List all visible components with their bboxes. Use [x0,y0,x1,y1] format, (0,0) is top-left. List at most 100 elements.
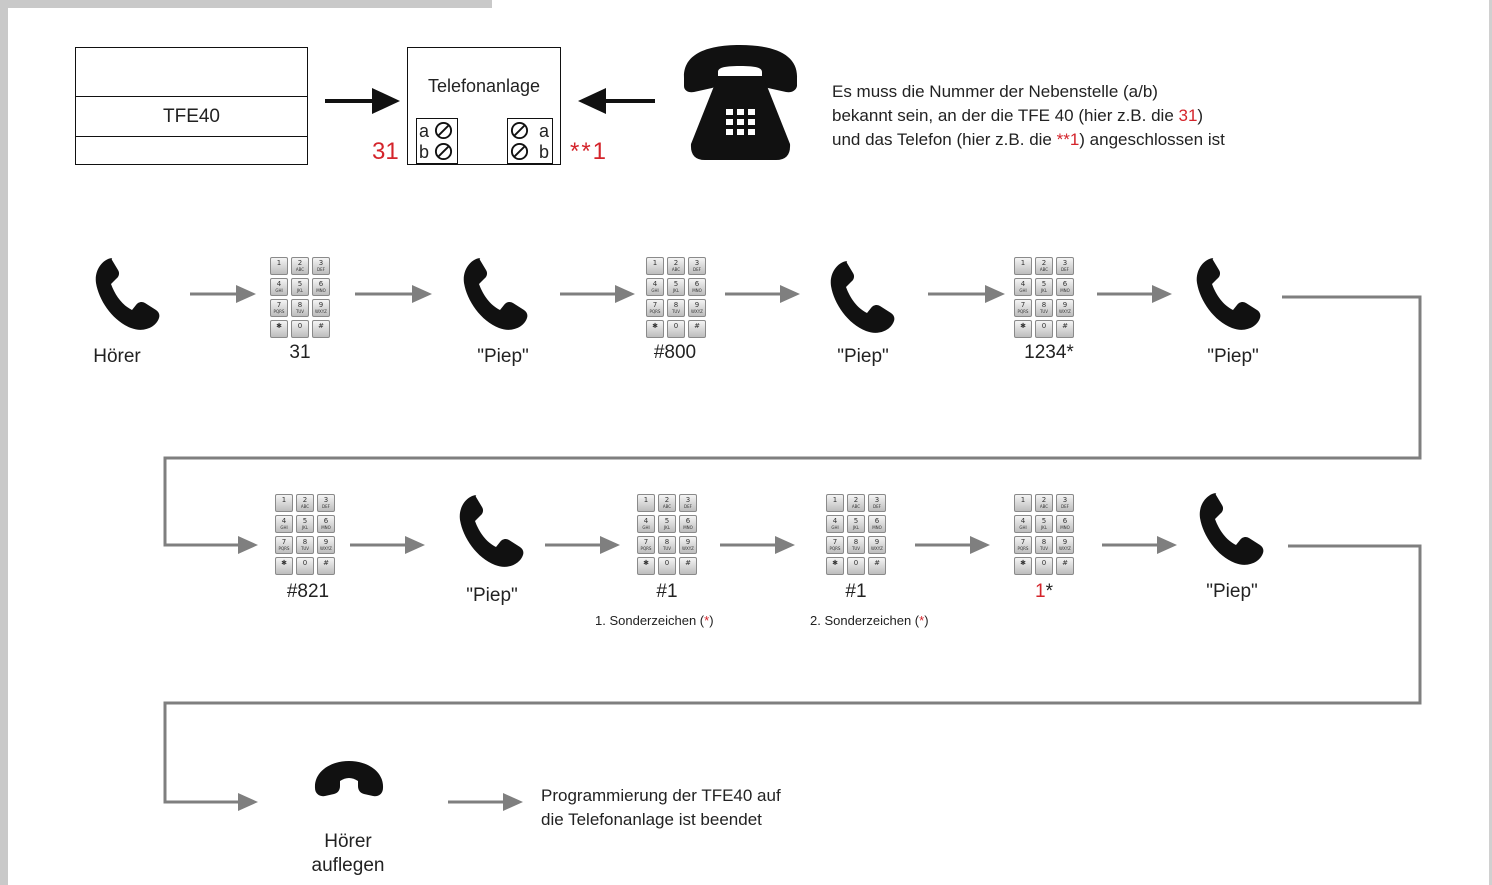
info-line-1: Es muss die Nummer der Nebenstelle (a/b) [832,82,1158,101]
step-label-beep: "Piep" [837,346,889,367]
keypad-key: 1 [270,257,288,275]
keypad-key: 0 [291,320,309,338]
keypad-key: 1 [1014,494,1032,512]
phone-handset-icon [1199,493,1264,565]
keypad-key: # [317,557,335,575]
keypad-key: 0 [658,557,676,575]
hang-up-icon [314,761,384,797]
step-label-beep: "Piep" [477,346,529,367]
keypad-key: ✱ [1014,557,1032,575]
keypad-key: # [1056,320,1074,338]
step-label-hang-up: Hörer auflegen [311,831,385,876]
extension-info-text: Es muss die Nummer der Nebenstelle (a/b)… [832,80,1225,152]
completion-message: Programmierung der TFE40 auf die Telefon… [541,786,781,829]
screw-terminal-icon [434,121,453,140]
terminal-right-a: a [539,121,550,141]
keypad-key: # [312,320,330,338]
step-label-dial: #1 [845,581,867,602]
step-label-pick-up: Hörer [93,346,141,367]
keypad-key: # [688,320,706,338]
arrow-tfe-to-pbx [325,88,400,114]
screw-terminal-icon [510,121,529,140]
keypad-key: ✱ [646,320,664,338]
tfe40-device [75,47,308,165]
keypad-key: ✱ [826,557,844,575]
step-label-dial: 1234* [1024,342,1074,363]
special-char-note-2: 2. Sonderzeichen (*) [810,613,929,628]
keypad-key: # [868,557,886,575]
special-char-note-1: 1. Sonderzeichen (*) [595,613,714,628]
phone-handset-icon [1196,258,1261,330]
desk-phone-icon [683,45,798,160]
keypad-key: # [679,557,697,575]
keypad-key: 1 [637,494,655,512]
step-label-beep: "Piep" [1206,581,1258,602]
phone-handset-icon [463,258,528,330]
keypad-key: 0 [847,557,865,575]
screw-terminal-icon [434,142,453,161]
info-tfe-number: 31 [1178,106,1198,125]
step-label-dial: 1* [1035,581,1053,602]
keypad-key: 0 [667,320,685,338]
keypad-key: ✱ [1014,320,1032,338]
tfe40-divider [76,96,307,97]
arrow-phone-to-pbx [578,88,655,114]
extension-number-phone: **1 [570,138,609,165]
keypad-key: ✱ [637,557,655,575]
keypad-key: # [1056,557,1074,575]
frame-top-bar [0,0,492,8]
tfe40-divider [76,136,307,137]
phone-handset-icon [459,495,524,567]
phone-handset-icon [95,258,160,330]
info-line-2: bekannt sein, an der die TFE 40 (hier z.… [832,106,1204,125]
tfe40-label: TFE40 [162,106,221,127]
step-label-dial: 31 [289,342,311,363]
keypad-key: 1 [646,257,664,275]
